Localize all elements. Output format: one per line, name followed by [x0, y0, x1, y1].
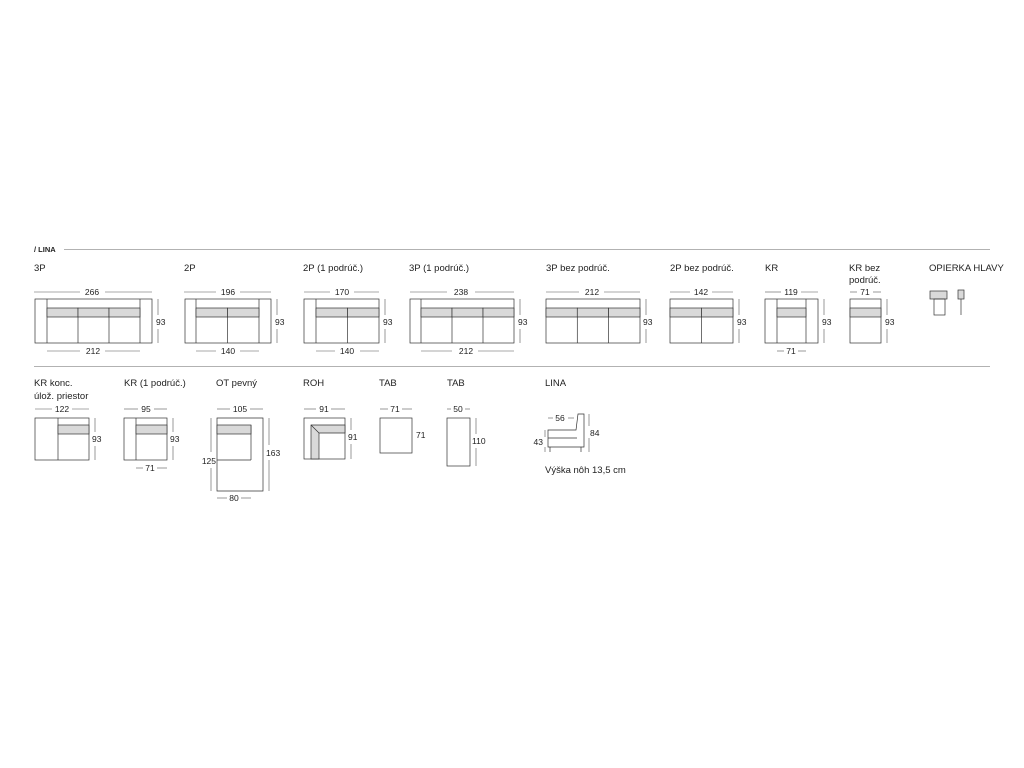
dim-seat-width: 140: [221, 346, 235, 356]
dim-width: 105: [233, 404, 247, 414]
dim-width: 122: [55, 404, 69, 414]
dim-depth: 93: [92, 434, 102, 444]
dim-width: 95: [141, 404, 151, 414]
module-3p-no-armrest: 3P bez podrúč. 212 93: [545, 263, 653, 344]
module-side-view: LINA 56 43 84 Výška nôh 13,5 cm: [534, 378, 626, 476]
dim-width: 266: [85, 287, 99, 297]
module-label: 2P: [184, 263, 196, 274]
module-kr-one-armrest: KR (1 podrúč.) 95 93 71: [123, 378, 186, 473]
dim-width: 56: [555, 413, 565, 423]
module-label: ROH: [303, 378, 324, 389]
module-3p: 3P 266 93 212: [34, 263, 166, 356]
dim-depth: 93: [822, 317, 832, 327]
module-corner: ROH 91 91: [303, 378, 358, 460]
module-2p: 2P 196 93 140: [184, 263, 285, 356]
module-label: 3P bez podrúč.: [546, 263, 610, 274]
dim-depth: 93: [170, 434, 180, 444]
dim-width: 170: [335, 287, 349, 297]
dim-depth: 93: [737, 317, 747, 327]
module-label: TAB: [379, 378, 397, 389]
dim-depth: 110: [472, 436, 486, 446]
module-label-line1: KR bez: [849, 263, 880, 274]
module-headrest: OPIERKA HLAVY: [929, 263, 1004, 316]
dim-width: 212: [585, 287, 599, 297]
dim-width: 50: [453, 404, 463, 414]
dim-depth: 93: [383, 317, 393, 327]
dim-depth: 93: [643, 317, 653, 327]
module-label: OPIERKA HLAVY: [929, 263, 1004, 274]
module-label: LINA: [545, 378, 567, 389]
dim-seat-width: 140: [340, 346, 354, 356]
module-label-line2: úlož. priestor: [34, 391, 88, 402]
module-table-narrow: TAB 50 110: [446, 378, 486, 467]
dim-width: 71: [390, 404, 400, 414]
dim-depth: 93: [518, 317, 528, 327]
module-label: 3P (1 podrúč.): [409, 263, 469, 274]
module-ot-fixed: OT pevný 105 125 163 80: [202, 378, 281, 503]
dim-depth: 93: [885, 317, 895, 327]
module-label: KR: [765, 263, 778, 274]
dim-seat-width: 71: [145, 463, 155, 473]
module-label: OT pevný: [216, 378, 257, 389]
module-table-square: TAB 71 71: [379, 378, 426, 454]
dim-width: 91: [319, 404, 329, 414]
module-2p-one-armrest: 2P (1 podrúč.) 170 93 140: [303, 263, 393, 356]
dim-seat-height: 43: [534, 437, 544, 447]
dim-depth: 93: [156, 317, 166, 327]
dim-seat-width: 212: [459, 346, 473, 356]
page-title: / LINA: [34, 245, 56, 254]
module-kr: KR 119 93 71: [764, 263, 832, 356]
dim-depth: 71: [416, 430, 426, 440]
dim-width: 142: [694, 287, 708, 297]
dim-depth: 93: [275, 317, 285, 327]
module-label: 2P bez podrúč.: [670, 263, 734, 274]
module-kr-storage: KR konc. úlož. priestor 122 93: [34, 378, 102, 461]
dim-width: 71: [860, 287, 870, 297]
dim-left: 125: [202, 456, 216, 466]
module-kr-no-armrest: KR bez podrúč. 71 93: [849, 263, 895, 344]
module-label: KR (1 podrúč.): [124, 378, 186, 389]
dim-seat-width: 71: [786, 346, 796, 356]
module-3p-one-armrest: 3P (1 podrúč.) 238 93 212: [409, 263, 528, 356]
dim-width: 238: [454, 287, 468, 297]
dim-width: 196: [221, 287, 235, 297]
dim-depth: 91: [348, 432, 358, 442]
module-label: 2P (1 podrúč.): [303, 263, 363, 274]
module-2p-no-armrest: 2P bez podrúč. 142 93: [669, 263, 747, 344]
dim-seat-width: 212: [86, 346, 100, 356]
dim-width: 119: [784, 287, 798, 297]
dim-depth: 163: [266, 448, 280, 458]
module-label-line1: KR konc.: [34, 378, 73, 389]
dim-height: 84: [590, 428, 600, 438]
leg-height-note: Výška nôh 13,5 cm: [545, 465, 626, 476]
module-label: TAB: [447, 378, 465, 389]
dim-seat-width: 80: [229, 493, 239, 503]
module-label-line2: podrúč.: [849, 275, 881, 286]
module-label: 3P: [34, 263, 46, 274]
